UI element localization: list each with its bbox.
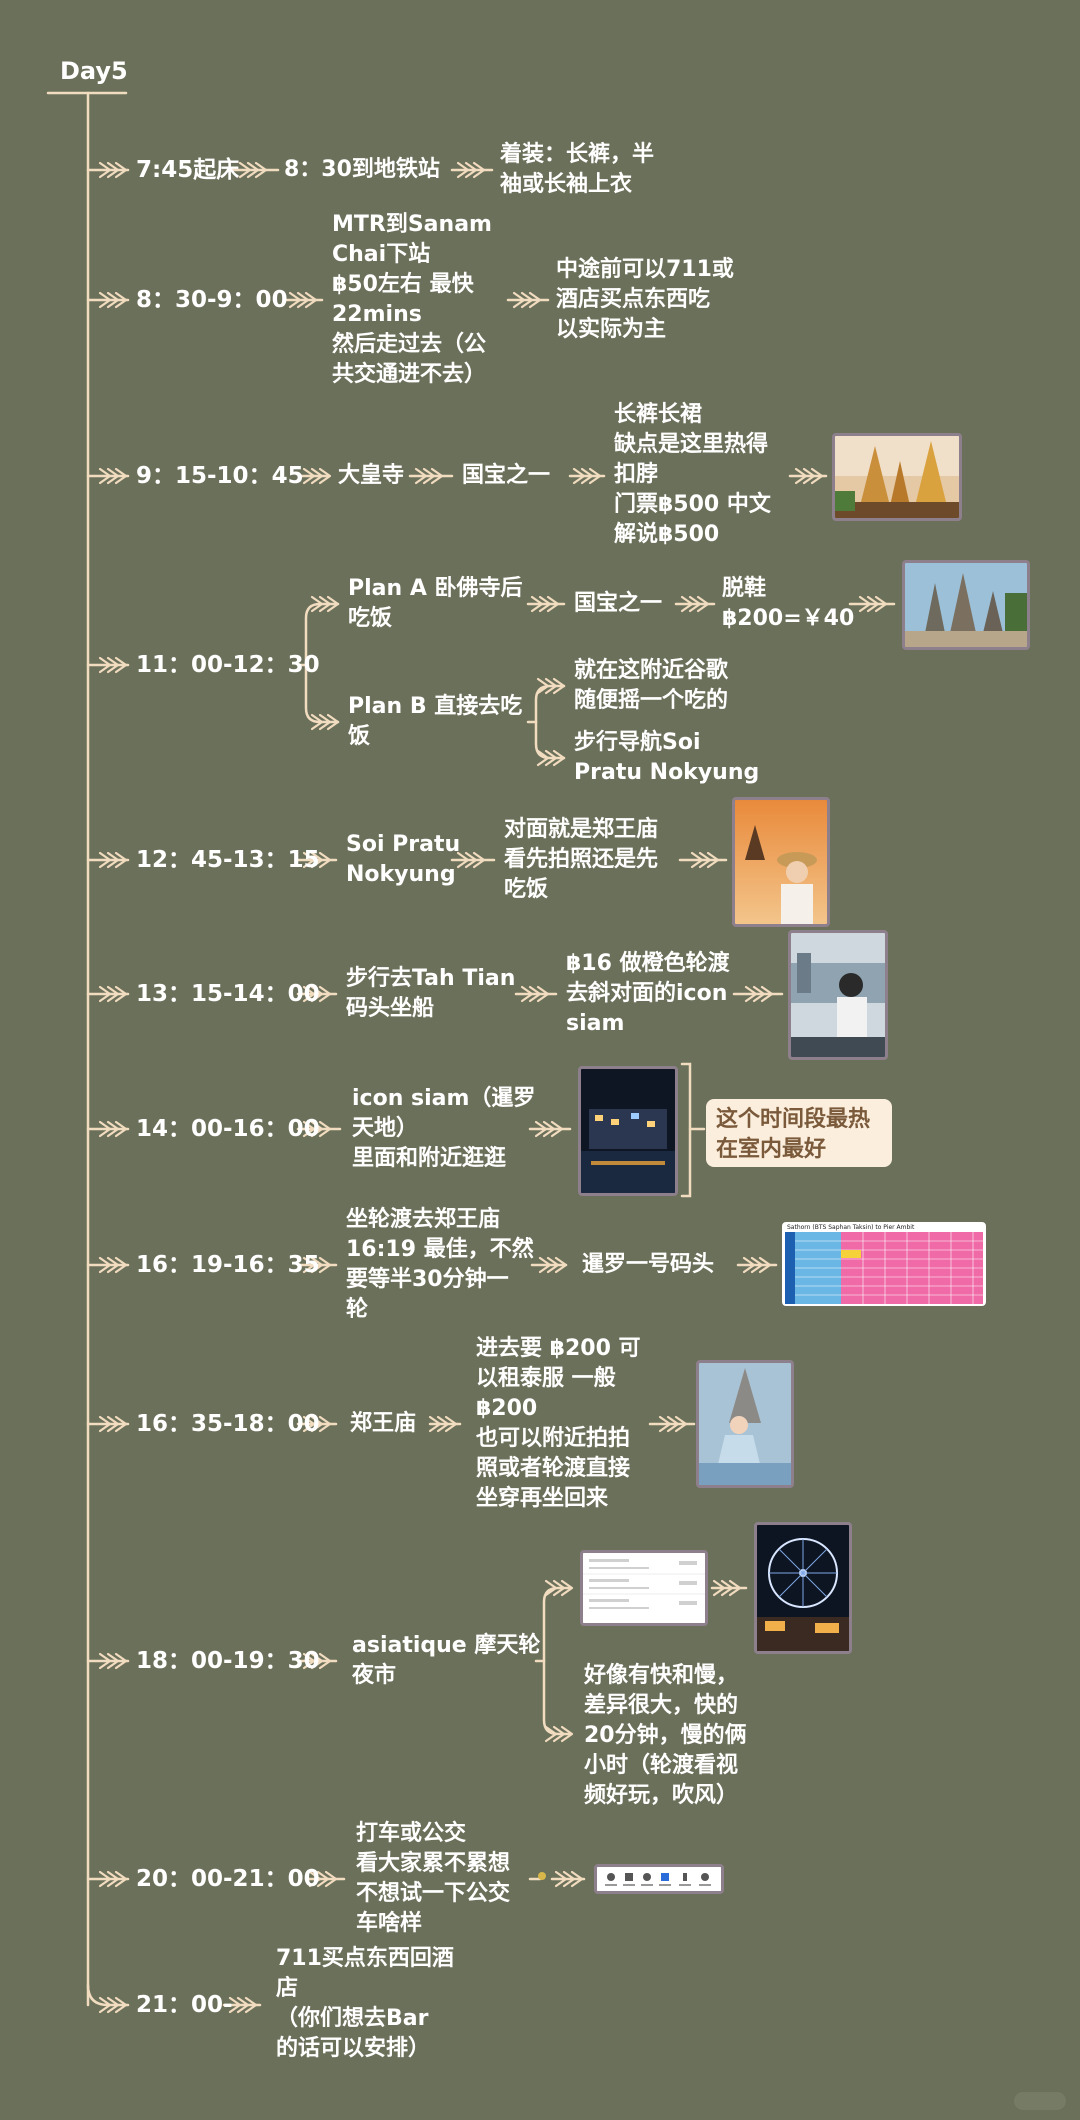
node-taxi-or-bus: 打车或公交 看大家累不累想 不想试一下公交 车啥样	[356, 1821, 511, 1936]
time-label: 12：45-13：15	[136, 847, 320, 873]
small-dot-icon	[538, 1872, 546, 1880]
node-tah-tian-pier: 步行去Tah Tian 码头坐船	[346, 966, 516, 1021]
ferris-wheel-photo	[754, 1522, 852, 1654]
node-wat-arun: 郑王庙	[350, 1411, 417, 1436]
wat-arun-sunset-photo	[732, 797, 830, 927]
node-asiatique: asiatique 摩天轮 夜市	[352, 1633, 541, 1688]
day-title: Day5	[60, 57, 128, 85]
ferry-photo	[788, 930, 888, 1060]
time-label: 11：00-12：30	[136, 652, 320, 678]
node-mtr-route: MTR到Sanam Chai下站 ฿50左右 最快 22mins 然后走过去（公…	[332, 212, 492, 387]
node-ferry-to-wat-arun: 坐轮渡去郑王庙 16:19 最佳，不然 要等半30分钟一 轮	[346, 1207, 534, 1322]
hot-time-note: 这个时间段最热 在室内最好	[706, 1099, 892, 1167]
node-google-food: 就在这附近谷歌 随便摇一个吃的	[574, 658, 729, 713]
node-wat-arun-opposite: 对面就是郑王庙 看先拍照还是先 吃饭	[504, 817, 659, 902]
node-wat-pho-tips: 脱鞋 ฿200=￥40	[722, 576, 855, 631]
node-siam-pier-1: 暹罗一号码头	[582, 1252, 715, 1277]
node-snacks: 中途前可以711或 酒店买点东西吃 以实际为主	[556, 257, 734, 342]
time-label: 8：30-9：00	[136, 287, 288, 313]
icon-siam-night-photo	[578, 1066, 678, 1196]
node-plan-b: Plan B 直接去吃 饭	[348, 694, 523, 749]
time-label: 13：15-14：00	[136, 981, 320, 1007]
time-label: 9：15-10：45	[136, 463, 304, 489]
node-icon-siam: icon siam（暹罗 天地） 里面和附近逛逛	[352, 1086, 536, 1171]
ferry-options-screenshot	[580, 1550, 708, 1626]
watermark	[1014, 2092, 1066, 2110]
node-metro-station: 8：30到地铁站	[284, 157, 440, 182]
timetable-title: Sathorn (BTS Saphan Taksin) to Pier Ambi…	[787, 1224, 915, 1231]
node-dress-code: 着装：长裤，半 袖或长袖上衣	[500, 142, 655, 197]
node-palace-tips: 长裤长裙 缺点是这里热得 扣脖 门票฿500 中文 解说฿500	[614, 402, 771, 547]
node-grand-palace: 大皇寺	[338, 463, 405, 488]
node-thai-dress-rental: 进去要 ฿200 可 以租泰服 一般 ฿200 也可以附近拍拍 照或者轮渡直接 …	[476, 1336, 641, 1511]
transport-options-screenshot	[594, 1864, 724, 1894]
time-label: 16：19-16：35	[136, 1252, 320, 1278]
grand-palace-photo	[832, 433, 962, 521]
time-label: 21：00-	[136, 1992, 233, 2018]
wat-pho-photo	[902, 560, 1030, 650]
node-orange-ferry: ฿16 做橙色轮渡 去斜对面的icon siam	[566, 951, 730, 1036]
node-soi-pratu: Soi Pratu Nokyung	[346, 832, 461, 887]
time-label: 7:45起床	[136, 157, 240, 183]
node-national-treasure: 国宝之一	[462, 463, 551, 488]
time-label: 18：00-19：30	[136, 1648, 320, 1674]
time-label: 16：35-18：00	[136, 1411, 320, 1437]
node-711-back-hotel: 711买点东西回酒 店 （你们想去Bar 的话可以安排）	[276, 1946, 454, 2061]
time-label: 14：00-16：00	[136, 1116, 320, 1142]
node-national-treasure-2: 国宝之一	[574, 591, 663, 616]
time-label: 20：00-21：00	[136, 1866, 320, 1892]
node-walk-navigation: 步行导航Soi Pratu Nokyung	[574, 730, 760, 785]
node-ferry-speed: 好像有快和慢， 差异很大，快的 20分钟，慢的俩 小时（轮渡看视 频好玩，吹风）	[584, 1663, 747, 1808]
ferry-timetable-photo: Sathorn (BTS Saphan Taksin) to Pier Ambi…	[782, 1222, 986, 1306]
thai-dress-photo	[696, 1360, 794, 1488]
node-plan-a: Plan A 卧佛寺后 吃饭	[348, 576, 523, 631]
